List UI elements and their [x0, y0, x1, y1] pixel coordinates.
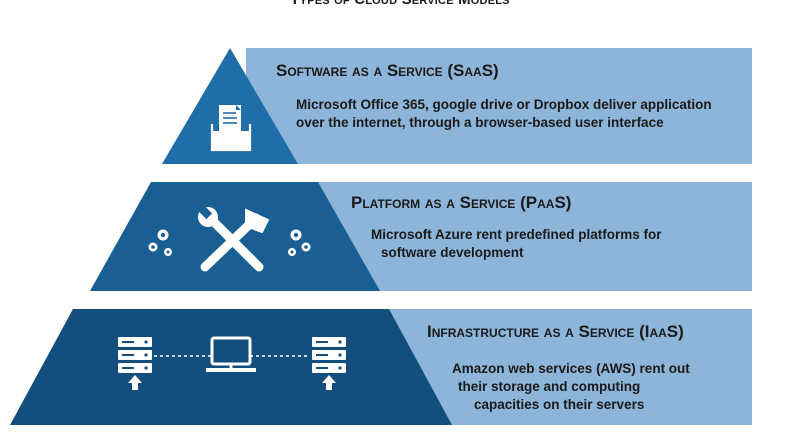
saas-description-line: over the internet, through a browser-bas…	[296, 115, 664, 130]
server-network-icon	[118, 336, 346, 390]
saas-description-line: Microsoft Office 365, google drive or Dr…	[296, 97, 712, 112]
iaas-band	[380, 309, 752, 425]
saas-band	[246, 48, 752, 164]
right-server-icon	[312, 337, 346, 390]
saas-title: Software as a Service (SaaS)	[276, 61, 499, 80]
laptop-icon	[206, 336, 256, 372]
paas-title: Platform as a Service (PaaS)	[351, 193, 572, 212]
saas-description: Microsoft Office 365, google drive or Dr…	[296, 96, 712, 132]
left-gears-icon	[148, 229, 172, 256]
hammer-wrench-icon	[197, 204, 270, 272]
paas-description-line: software development	[381, 245, 524, 260]
file-folder-icon	[210, 105, 252, 152]
paas-band	[300, 182, 752, 291]
page-title: Types of Cloud Service Models	[0, 0, 800, 8]
right-gears-icon	[288, 229, 311, 256]
iaas-description: Amazon web services (AWS) rent out their…	[452, 360, 690, 414]
paas-description-line: Microsoft Azure rent predefined platform…	[371, 227, 662, 242]
iaas-description-line: capacities on their servers	[474, 397, 645, 412]
iaas-description-line: Amazon web services (AWS) rent out	[452, 361, 690, 376]
iaas-title: Infrastructure as a Service (IaaS)	[427, 322, 684, 341]
paas-description: Microsoft Azure rent predefined platform…	[371, 226, 662, 262]
left-server-icon	[118, 337, 152, 390]
iaas-description-line: their storage and computing	[458, 379, 641, 394]
